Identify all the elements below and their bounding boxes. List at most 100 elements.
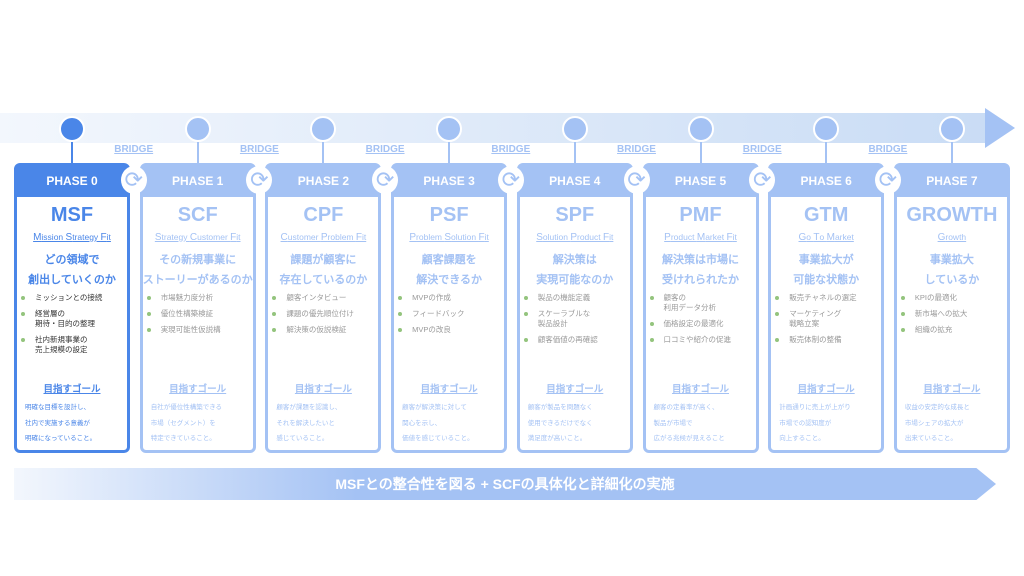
bottom-banner: MSFとの整合性を図る + SCFの具体化と詳細化の実施 (14, 468, 996, 500)
goal-text: 明確な目標を設計し、 社内で実施する意義が 明確になっていること。 (25, 404, 97, 442)
phase-subtitle: Product Market Fit (664, 232, 737, 243)
phase-question: 事業拡大しているか (897, 250, 1007, 290)
goal-section: 目指すゴール顧客が課題を認識し、 それを解決したいと 感じていること。 (268, 381, 378, 447)
phase-subtitle: Go To Market (798, 232, 854, 243)
task-item: 優位性構築検証 (146, 309, 253, 319)
goal-text: 顧客の定着率が高く、 製品が市場で 広がる兆候が見えること (653, 404, 725, 442)
cycle-arrows-icon: ⟳ (120, 166, 147, 194)
goal-label: 目指すゴール (797, 384, 855, 395)
task-item: マーケティング 戦略立案 (775, 309, 881, 329)
phase-header: PHASE 0 (16, 165, 128, 197)
phase-header: PHASE 2 (267, 165, 380, 197)
phase-1-connector (196, 142, 199, 164)
task-item: ミッションとの接続 (21, 293, 127, 303)
phase-6-connector (825, 142, 828, 164)
phase-question: どの領域で創出していくのか (17, 250, 127, 290)
bridge-label: BRIDGE (742, 144, 782, 155)
phase-acronym: SCF (177, 204, 218, 226)
cycle-arrows-icon: ⟳ (372, 166, 399, 194)
phase-subtitle: Solution Product Fit (536, 232, 614, 243)
phase-5-marker (687, 116, 714, 142)
goal-label: 目指すゴール (420, 384, 478, 395)
question-line: 顧客課題を (421, 254, 477, 266)
phase-acronym: SPF (555, 204, 595, 226)
phase-header: PHASE 7 (895, 165, 1008, 197)
phase-5-connector (699, 142, 702, 164)
phase-question: 事業拡大が可能な状態か (771, 250, 881, 290)
task-list: 市場魅力度分析優位性構築検証実現可能性仮説構 (143, 293, 253, 335)
goal-section: 目指すゴール顧客の定着率が高く、 製品が市場で 広がる兆候が見えること (646, 381, 756, 447)
goal-label: 目指すゴール (923, 384, 981, 395)
question-line: 解決できるか (416, 274, 482, 286)
phase-subtitle: Problem Solution Fit (409, 232, 489, 243)
question-line: 解決策は (552, 254, 597, 266)
cycle-arrows-icon: ⟳ (749, 166, 776, 194)
task-item: 価格設定の最適化 (649, 319, 756, 329)
phase-6-marker (813, 116, 840, 142)
phase-question: 顧客課題を解決できるか (394, 250, 504, 290)
task-item: 組織の拡充 (900, 325, 1007, 335)
question-line: その新規事業に (159, 254, 237, 266)
task-item: 顧客の 利用データ分析 (649, 293, 756, 313)
task-item: 解決策の仮説検証 (272, 325, 378, 335)
question-line: 可能な状態か (793, 274, 860, 286)
goal-label: 目指すゴール (169, 384, 227, 395)
task-item: 口コミや紹介の促進 (649, 335, 756, 345)
phase-header: PHASE 1 (141, 165, 254, 197)
task-item: 新市場への拡大 (900, 309, 1007, 319)
goal-text: 収益の安定的な成長と 市場シェアの拡大が 出来ていること。 (904, 404, 970, 442)
phase-subtitle: Strategy Customer Fit (154, 232, 241, 243)
phase-7-connector (950, 142, 953, 164)
phase-question: 課題が顧客に存在しているのか (268, 250, 378, 290)
question-line: ストーリーがあるのか (142, 274, 253, 286)
task-item: 製品の機能定義 (523, 293, 630, 303)
bridge-label: BRIDGE (239, 144, 279, 155)
task-item: 顧客価値の再確認 (523, 335, 630, 345)
timeline-band (0, 113, 990, 143)
phase-header: PHASE 3 (393, 165, 506, 197)
phase-7-marker (938, 116, 965, 142)
task-item: KPIの最適化 (900, 293, 1007, 303)
task-item: 実現可能性仮説構 (146, 325, 253, 335)
goal-text: 計画通りに売上が上がり 市場での認知度が 向上すること。 (779, 404, 851, 442)
phase-acronym: PSF (429, 204, 469, 226)
goal-text: 顧客が製品を問題なく 使用できるだけでなく 満足度が高いこと。 (527, 404, 593, 442)
question-line: しているか (924, 274, 980, 286)
question-line: 受けれられたか (662, 274, 739, 286)
task-item: 販売体制の整備 (775, 335, 881, 345)
question-line: どの領域で (44, 254, 100, 266)
task-item: MVPの改良 (398, 325, 504, 335)
bridge-label: BRIDGE (365, 144, 405, 155)
question-line: 事業拡大 (929, 254, 974, 266)
phase-3-connector (448, 142, 451, 164)
phase-card-1: PHASE 1 SCF Strategy Customer Fit その新規事業にス… (139, 163, 256, 453)
phase-4-connector (573, 142, 576, 164)
bridge-label: BRIDGE (868, 144, 908, 155)
phase-question: その新規事業にストーリーがあるのか (143, 250, 253, 290)
task-item: MVPの作成 (398, 293, 504, 303)
phase-question: 解決策は市場に受けれられたか (646, 250, 756, 290)
task-list: 顧客インタビュー課題の優先順位付け解決策の仮説検証 (268, 293, 378, 335)
question-line: 課題が顧客に (290, 254, 357, 266)
goal-section: 目指すゴール顧客が解決策に対して 関心を示し、 価値を感じていること。 (394, 381, 504, 447)
task-item: 市場魅力度分析 (146, 293, 253, 303)
phase-1-marker (184, 116, 211, 142)
phase-header: PHASE 5 (644, 165, 757, 197)
phase-header: PHASE 6 (770, 165, 883, 197)
question-line: 事業拡大が (798, 254, 854, 266)
phase-acronym: GROWTH (906, 204, 998, 226)
goal-text: 顧客が解決策に対して 関心を示し、 価値を感じていること。 (402, 404, 474, 442)
cycle-arrows-icon: ⟳ (497, 166, 524, 194)
phase-2-marker (310, 116, 337, 142)
cycle-arrows-icon: ⟳ (246, 166, 273, 194)
question-line: 創出していくのか (28, 274, 116, 286)
bridge-label: BRIDGE (114, 144, 154, 155)
timeline-arrowhead (985, 108, 1015, 148)
phase-acronym: MSF (50, 204, 94, 226)
phase-0-marker (59, 116, 85, 142)
bridge-label: BRIDGE (491, 144, 531, 155)
